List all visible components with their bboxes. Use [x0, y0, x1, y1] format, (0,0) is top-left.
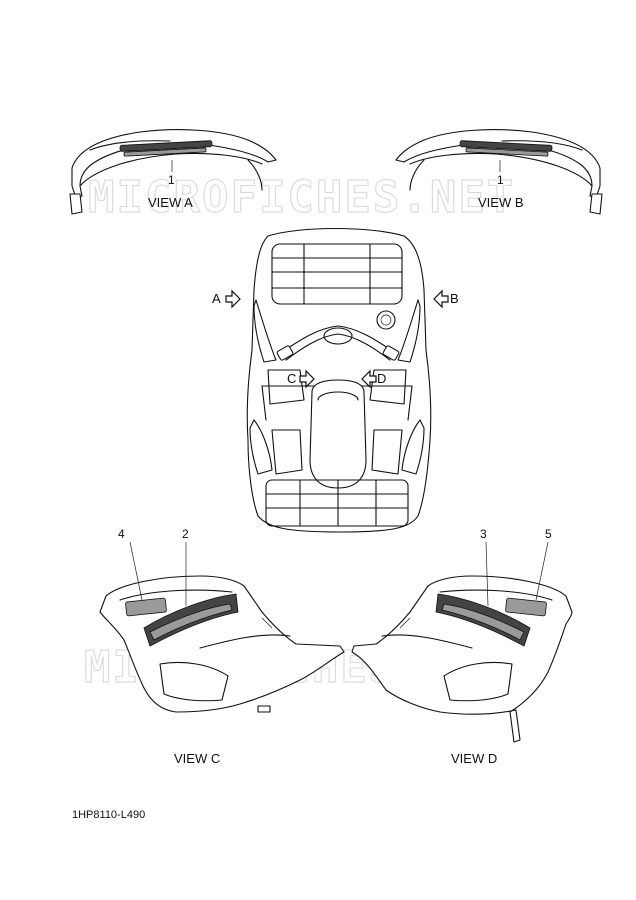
- leader-d-5: [535, 541, 549, 601]
- diagram-code: 1HP8110-L490: [72, 809, 145, 821]
- arrow-view-d: [361, 369, 377, 389]
- arrow-label-d: D: [377, 371, 386, 386]
- label-view-d: VIEW D: [451, 751, 497, 766]
- callout-d-3: 3: [480, 527, 487, 541]
- arrow-view-a: [225, 289, 241, 309]
- callout-d-5: 5: [545, 527, 552, 541]
- leader-d-3: [485, 541, 489, 607]
- view-b-fender: [395, 129, 603, 215]
- arrow-view-b: [433, 289, 449, 309]
- callout-c-2: 2: [182, 527, 189, 541]
- view-d-side-cover: [351, 541, 573, 743]
- label-view-c: VIEW C: [174, 751, 220, 766]
- leader-c-4: [129, 541, 143, 601]
- watermark-top: MICROFICHES.NET: [88, 172, 515, 223]
- callout-view-b-1: 1: [497, 173, 504, 187]
- view-c-side-cover: [99, 541, 345, 713]
- callout-c-4: 4: [118, 527, 125, 541]
- view-a-fender: [69, 129, 277, 215]
- arrow-label-a: A: [212, 291, 221, 306]
- arrow-view-c: [299, 369, 315, 389]
- label-view-b: VIEW B: [478, 195, 524, 210]
- arrow-label-c: C: [287, 371, 296, 386]
- label-view-a: VIEW A: [148, 195, 193, 210]
- callout-view-a-1: 1: [168, 173, 175, 187]
- arrow-label-b: B: [450, 291, 459, 306]
- atv-top-view: [246, 227, 432, 533]
